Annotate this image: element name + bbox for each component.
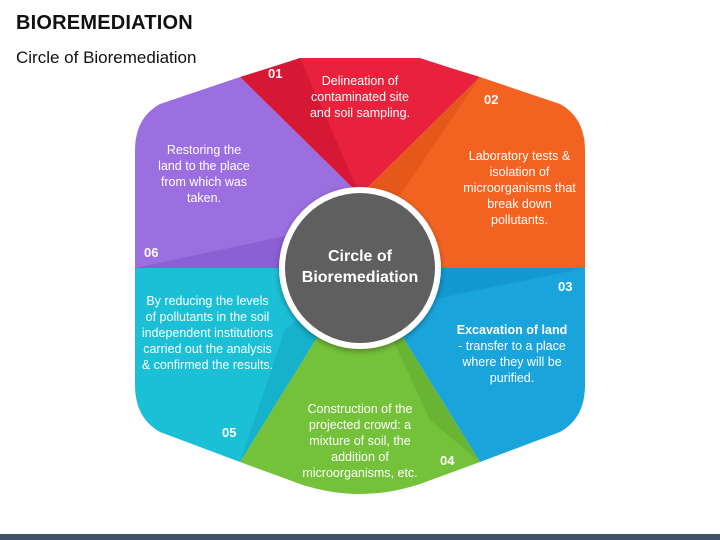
page-title: BIOREMEDIATION bbox=[16, 12, 193, 34]
segment-06-text: Restoring the land to the place from whi… bbox=[158, 143, 250, 205]
segment-02-number: 02 bbox=[484, 92, 499, 107]
hub-label-line1: Circle of bbox=[327, 248, 392, 265]
hub-label: Circle of Bioremediation bbox=[290, 246, 430, 288]
segment-05-text: By reducing the levels of pollutants in … bbox=[141, 294, 274, 372]
segment-03-bold-text: Excavation of land bbox=[456, 323, 568, 337]
segment-01 bbox=[240, 58, 480, 195]
segment-03-rest-text: - transfer to a place where they will be… bbox=[458, 339, 566, 385]
segment-02-text: Laboratory tests & isolation of microorg… bbox=[463, 149, 576, 227]
segment-05-number: 05 bbox=[222, 425, 237, 440]
segment-04-text: Construction of the projected crowd: a m… bbox=[302, 402, 418, 480]
segment-01-number: 01 bbox=[268, 66, 283, 81]
segment-06-number: 06 bbox=[144, 245, 159, 260]
page-subtitle: Circle of Bioremediation bbox=[16, 48, 197, 67]
segment-04-number: 04 bbox=[440, 453, 455, 468]
hub-circle bbox=[279, 187, 441, 349]
segment-03-text: Excavation of land - transfer to a place… bbox=[447, 322, 577, 386]
segment-03-number: 03 bbox=[558, 279, 573, 294]
segment-01-text: Delineation of contaminated site and soi… bbox=[309, 74, 411, 120]
footer-bar bbox=[0, 534, 720, 540]
hub-label-line2: Bioremediation bbox=[301, 269, 419, 286]
